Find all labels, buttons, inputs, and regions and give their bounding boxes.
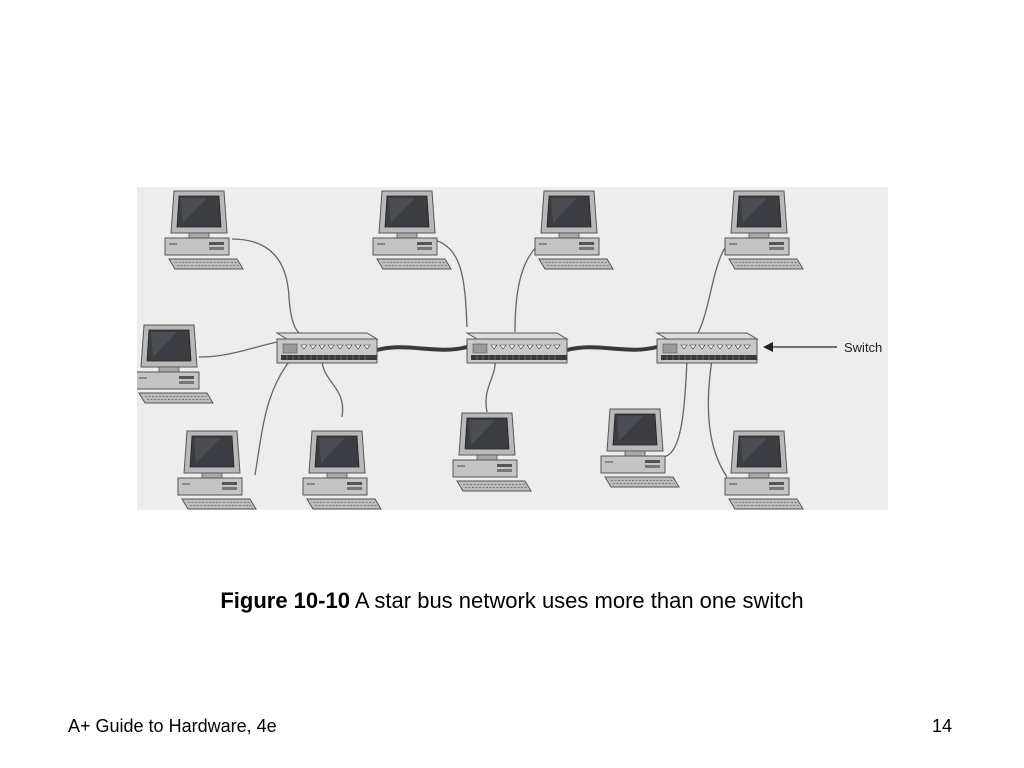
switch-label: Switch [844, 340, 882, 355]
switch-1 [276, 332, 378, 364]
figure-caption: Figure 10-10 A star bus network uses mor… [0, 588, 1024, 614]
switch-3 [656, 332, 758, 364]
footer-book-title: A+ Guide to Hardware, 4e [68, 716, 277, 736]
pc-top-center-left [372, 190, 452, 270]
pc-bottom-right [724, 430, 804, 510]
network-diagram: Switch [137, 187, 888, 510]
pc-bottom-center-left [302, 430, 382, 510]
pc-bottom-center-right [600, 408, 680, 488]
figure-number: Figure 10-10 [220, 588, 350, 613]
footer-page-number: 14 [931, 716, 952, 736]
cable-pc-bottom-left [254, 351, 298, 476]
backbone-cables [376, 345, 658, 352]
figure-caption-text: A star bus network uses more than one sw… [349, 588, 804, 613]
star-cables [198, 238, 733, 478]
switch-2 [466, 332, 568, 364]
pc-middle-left [137, 324, 214, 404]
switch-callout: Switch [763, 340, 882, 355]
cable-pc-middle-left [198, 341, 278, 358]
pc-top-left [164, 190, 244, 270]
backbone-cable-1-2 [376, 345, 468, 352]
pc-bottom-center [452, 412, 532, 492]
cable-pc-bottom-center-right [661, 358, 688, 458]
cable-pc-bottom-center-left [321, 358, 344, 418]
cable-pc-top-center-left [431, 238, 468, 328]
cable-pc-bottom-center [485, 358, 496, 413]
pc-bottom-left [177, 430, 257, 510]
cable-pc-bottom-right [707, 358, 728, 478]
backbone-cable-2-3 [566, 345, 658, 352]
cable-pc-top-left [231, 238, 310, 340]
pc-top-right [724, 190, 804, 270]
callout-arrowhead-icon [763, 342, 773, 352]
pc-top-center-right [534, 190, 614, 270]
